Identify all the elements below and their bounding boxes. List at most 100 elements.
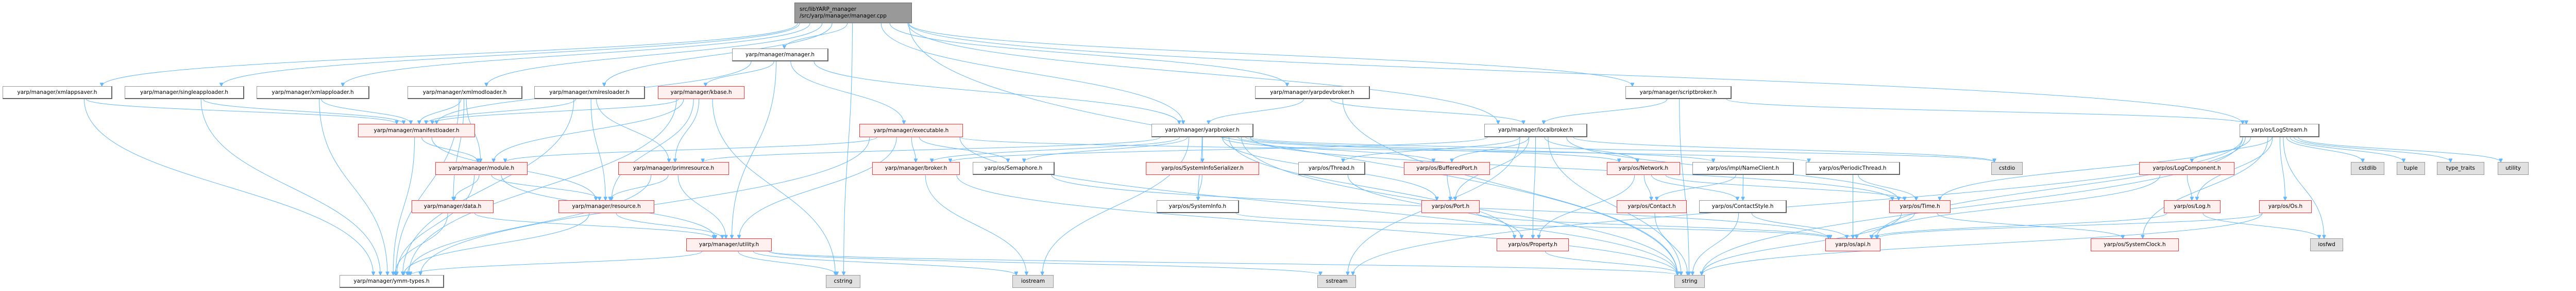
edge-manager_h-to-utility_h [732,61,777,238]
edge-logstream-to-cstdlib [2286,137,2363,162]
node-semaphore[interactable]: yarp/os/Semaphore.h [973,162,1055,175]
node-label: yarp/manager/scriptbroker.h [1639,89,1717,95]
edge-utility_h-to-iostream [753,251,1016,275]
node-network[interactable]: yarp/os/Network.h [1607,162,1680,175]
node-systeminfo[interactable]: yarp/os/SystemInfo.h [1157,200,1239,213]
node-label: yarp/os/ContactStyle.h [1711,203,1774,209]
edge-yarpdevbroker-to-string [1342,99,1677,275]
edge-logstream-to-iosfwd [2283,137,2324,238]
node-xmlresloader[interactable]: yarp/manager/xmlresloader.h [534,86,645,99]
node-ymmtypes[interactable]: yarp/manager/ymm-types.h [340,275,444,288]
node-port[interactable]: yarp/os/Port.h [1421,200,1480,213]
edge-xmlresloader-to-manifestloader [426,99,577,124]
node-manager-h[interactable]: yarp/manager/manager.h [732,48,828,61]
node-module[interactable]: yarp/manager/module.h [435,162,528,175]
node-logstream[interactable]: yarp/os/LogStream.h [2240,124,2319,137]
node-api[interactable]: yarp/os/api.h [1825,238,1880,251]
node-contactstyle[interactable]: yarp/os/ContactStyle.h [1699,200,1787,213]
edge-xmlmodloader-to-manifestloader [419,99,462,124]
node-label: type_traits [2446,165,2476,171]
node-scriptbroker[interactable]: yarp/manager/scriptbroker.h [1625,86,1732,99]
edge-yarpdevbroker-to-yarpbroker [1209,99,1304,124]
node-yarpdevbroker[interactable]: yarp/manager/yarpdevbroker.h [1255,86,1370,99]
edge-log-to-api [1872,213,2167,238]
edge-executable-to-module [505,137,877,162]
edge-network-to-time [1665,174,1905,200]
edge-xmlresloader-to-resource [590,99,605,200]
node-cstring: cstring [826,275,860,288]
edge-localbroker-to-string [1548,137,1681,275]
edge-logcomponent-to-api [1871,174,2161,238]
edge-yarpbroker-to-nameclient [1245,137,1714,162]
edge-localbroker-to-bufferedport [1452,137,1529,162]
node-label: yarp/manager/singleapploader.h [140,89,228,95]
node-label: yarp/manager/resource.h [572,203,641,209]
edge-localbroker-to-broker [951,137,1488,162]
node-type-traits: type_traits [2437,162,2484,175]
node-label: yarp/manager/executable.h [873,127,949,134]
edge-contactstyle-to-api [1751,213,1847,238]
node-resource[interactable]: yarp/manager/resource.h [558,200,654,213]
node-periodicthread[interactable]: yarp/os/PeriodicThread.h [1806,162,1900,175]
node-label: cstdlib [2359,165,2377,171]
edge-yarpbroker-to-bufferedport [1222,137,1433,162]
edge-xmlappsaver-to-manifestloader [86,99,397,124]
edge-time-to-string [1702,213,1902,275]
node-utility-h[interactable]: yarp/manager/utility.h [686,238,772,251]
edge-logcomponent-to-log [2187,174,2192,200]
node-xmlmodloader[interactable]: yarp/manager/xmlmodloader.h [408,86,522,99]
node-label: cstring [834,278,853,284]
node-kbase[interactable]: yarp/manager/kbase.h [658,86,744,99]
node-bufferedport[interactable]: yarp/os/BufferedPort.h [1404,162,1490,175]
node-executable[interactable]: yarp/manager/executable.h [859,124,963,137]
node-manifestloader[interactable]: yarp/manager/manifestloader.h [358,124,475,137]
node-time[interactable]: yarp/os/Time.h [1889,200,1951,213]
edge-root-to-xmlappsaver [102,23,798,86]
node-label: yarp/os/Port.h [1431,203,1470,209]
edge-yarpdevbroker-to-localbroker [1330,99,1523,124]
edge-kbase-to-cstring [712,99,835,275]
edge-module-to-data [454,174,480,200]
edge-root-to-manager_h [784,23,848,48]
node-singleapploader[interactable]: yarp/manager/singleapploader.h [125,86,244,99]
edge-logstream-to-api [1876,137,2246,238]
node-label: yarp/os/SystemInfo.h [1168,203,1227,209]
node-label: string [1682,278,1698,284]
edge-logstream-to-os [2279,137,2285,200]
node-logcomponent[interactable]: yarp/os/LogComponent.h [2139,162,2234,175]
node-label: yarp/manager/localbroker.h [1498,127,1573,133]
node-nameclient[interactable]: yarp/os/impl/NameClient.h [1692,162,1794,175]
node-label: yarp/manager/utility.h [699,241,759,248]
node-label: yarp/os/Thread.h [1308,165,1355,171]
node-sysinfoser[interactable]: yarp/os/SystemInfoSerializer.h [1146,162,1259,175]
node-primresource[interactable]: yarp/manager/primresource.h [618,162,729,175]
node-broker[interactable]: yarp/manager/broker.h [872,162,960,175]
edge-root-to-cstring [844,23,853,275]
node-log[interactable]: yarp/os/Log.h [2164,200,2221,213]
edge-broker-to-iostream [925,174,1026,275]
node-yarpbroker[interactable]: yarp/manager/yarpbroker.h [1151,124,1253,137]
node-property[interactable]: yarp/os/Property.h [1497,238,1569,251]
edge-root-to-string [908,23,1677,275]
edge-primresource-to-utility_h [677,174,726,238]
node-systemclock[interactable]: yarp/os/SystemClock.h [2091,238,2179,251]
node-data[interactable]: yarp/manager/data.h [412,200,494,213]
node-root: src/libYARP_manager /src/yarp/manager/ma… [794,3,912,23]
node-os[interactable]: yarp/os/Os.h [2259,200,2312,213]
node-contact[interactable]: yarp/os/Contact.h [1617,200,1687,213]
edge-localbroker-to-property [1533,137,1536,238]
edge-os-to-string [1702,213,2263,275]
edge-network-to-contactstyle [1651,174,1737,200]
node-thread[interactable]: yarp/os/Thread.h [1298,162,1365,175]
edge-contact-to-string [1654,213,1688,275]
node-utility-std: utility [2498,162,2529,175]
node-xmlappsaver[interactable]: yarp/manager/xmlappsaver.h [3,86,112,99]
node-label: yarp/os/Network.h [1618,165,1669,171]
node-label: yarp/manager/data.h [423,203,482,209]
node-localbroker[interactable]: yarp/manager/localbroker.h [1484,124,1587,137]
node-label: yarp/os/BufferedPort.h [1416,165,1478,171]
edge-kbase-to-primresource [675,99,700,162]
node-label: yarp/os/LogComponent.h [2153,165,2221,171]
node-label: utility [2505,165,2521,171]
node-xmlapploader[interactable]: yarp/manager/xmlapploader.h [257,86,369,99]
